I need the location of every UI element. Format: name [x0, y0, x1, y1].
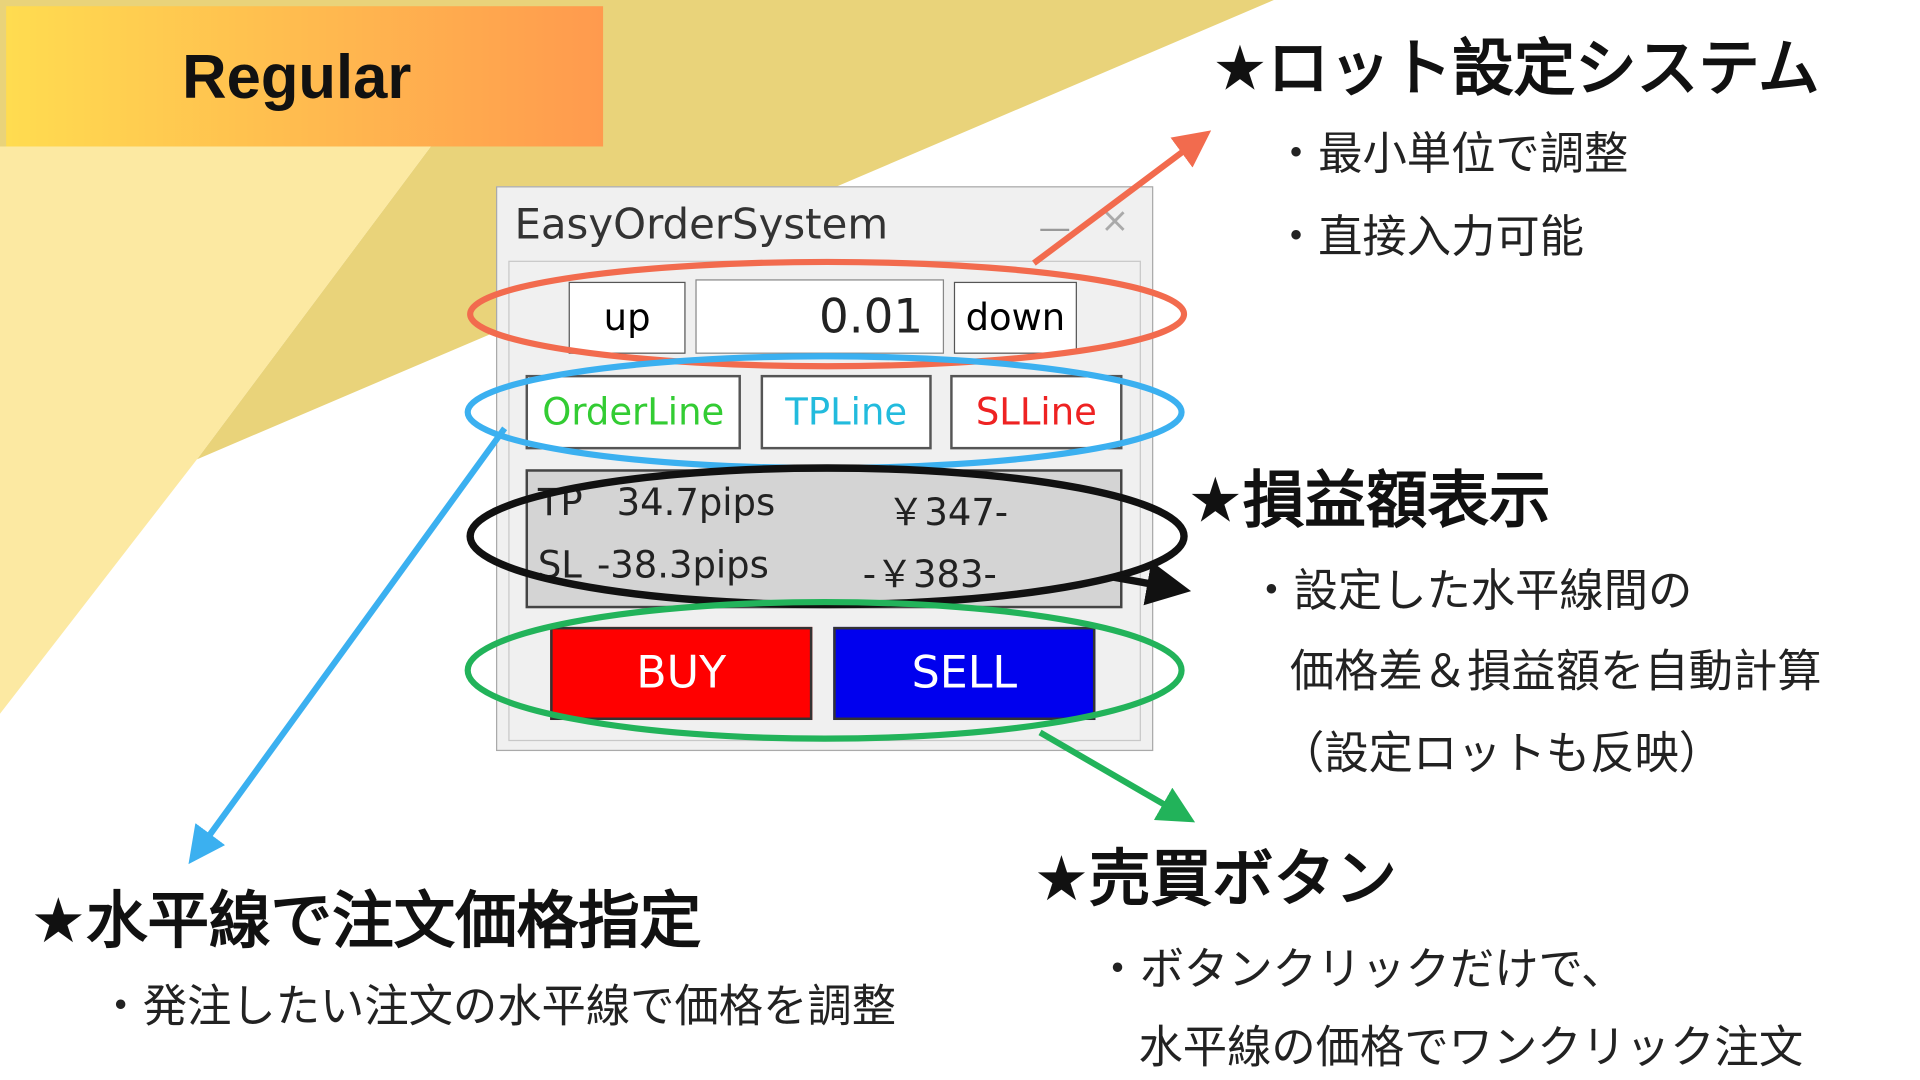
minimize-icon[interactable]: — — [1038, 209, 1071, 248]
lot-bullet: ・最小単位で調整 — [1273, 129, 1629, 181]
pnl-bullet: （設定ロットも反映） — [1280, 728, 1724, 780]
tp-label: TP — [537, 481, 583, 526]
trade-bullet: 水平線の価格でワンクリック注文 — [1138, 1022, 1804, 1074]
tp-pips: 34.7pips — [616, 481, 776, 526]
lot-heading: ★ロット設定システム — [1212, 32, 1820, 105]
sl-amount: -￥383- — [862, 553, 997, 598]
sl-label: SL — [537, 543, 582, 588]
trade-bullet: ・ボタンクリックだけで、 — [1095, 944, 1626, 996]
window-title: EasyOrderSystem — [514, 199, 889, 250]
order-line-button[interactable]: OrderLine — [525, 374, 741, 450]
lot-down-button[interactable]: down — [953, 281, 1077, 354]
trade-heading: ★売買ボタン — [1033, 842, 1397, 915]
buy-button[interactable]: BUY — [550, 626, 813, 721]
sl-pips: -38.3pips — [596, 543, 769, 588]
close-icon[interactable]: × — [1100, 199, 1130, 241]
lot-up-button[interactable]: up — [568, 281, 686, 354]
edition-banner: Regular — [6, 6, 604, 147]
line-bullet: ・発注したい注文の水平線で価格を調整 — [98, 981, 897, 1033]
tp-amount: ￥347- — [887, 491, 1009, 536]
pnl-bullet: 価格差＆損益額を自動計算 — [1289, 646, 1822, 698]
sl-line-button[interactable]: SLLine — [950, 374, 1123, 450]
lot-input[interactable]: 0.01 — [695, 279, 945, 354]
edition-label: Regular — [182, 42, 412, 112]
pale-triangle — [0, 146, 431, 714]
pnl-bullet: ・設定した水平線間の — [1249, 566, 1693, 617]
sell-button[interactable]: SELL — [833, 626, 1096, 721]
pnl-display: TP 34.7pips ￥347- SL -38.3pips -￥383- — [525, 469, 1123, 609]
lot-bullet: ・直接入力可能 — [1273, 212, 1585, 264]
pnl-heading: ★損益額表示 — [1187, 464, 1551, 537]
line-heading: ★水平線で注文価格指定 — [30, 885, 702, 958]
tp-line-button[interactable]: TPLine — [760, 374, 932, 450]
